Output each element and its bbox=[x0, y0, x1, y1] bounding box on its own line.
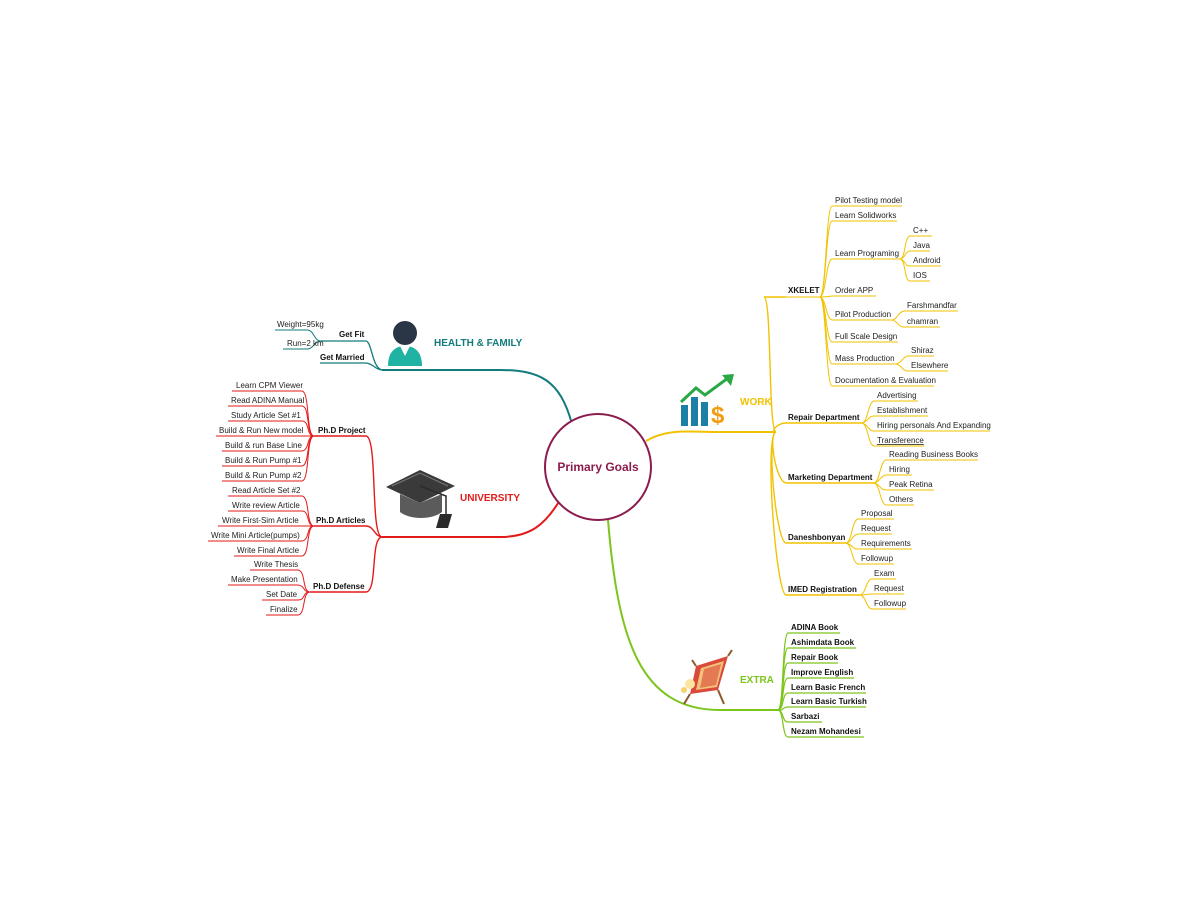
work-imed-lines bbox=[859, 578, 906, 610]
node-repair-department[interactable]: Repair Department bbox=[788, 413, 860, 422]
node-project-item[interactable]: Build & Run New model bbox=[219, 426, 304, 435]
university-project-lines bbox=[216, 390, 315, 482]
branch-extra bbox=[607, 519, 778, 711]
node-full-scale-design[interactable]: Full Scale Design bbox=[835, 332, 897, 341]
branch-work bbox=[645, 296, 874, 596]
university-articles-lines bbox=[208, 495, 315, 557]
node-pilot-item[interactable]: Farshmandfar bbox=[907, 301, 957, 310]
node-extra-item[interactable]: Repair Book bbox=[791, 653, 839, 662]
node-extra-item[interactable]: ADINA Book bbox=[791, 623, 839, 632]
node-daneshbonyan-item[interactable]: Proposal bbox=[861, 509, 893, 518]
branch-health bbox=[275, 329, 573, 425]
node-defense-item[interactable]: Set Date bbox=[266, 590, 298, 599]
node-daneshbonyan-item[interactable]: Requirements bbox=[861, 539, 911, 548]
node-pilot-production[interactable]: Pilot Production bbox=[835, 310, 891, 319]
node-marketing-item[interactable]: Hiring bbox=[889, 465, 910, 474]
node-mass-item[interactable]: Shiraz bbox=[911, 346, 934, 355]
node-phd-project[interactable]: Ph.D Project bbox=[318, 426, 366, 435]
node-extra-item[interactable]: Nezam Mohandesi bbox=[791, 727, 861, 736]
node-repair-item[interactable]: Advertising bbox=[877, 391, 917, 400]
node-get-fit[interactable]: Get Fit bbox=[339, 330, 365, 339]
node-imed-registration[interactable]: IMED Registration bbox=[788, 585, 857, 594]
node-defense-item[interactable]: Finalize bbox=[270, 605, 298, 614]
node-articles-item[interactable]: Read Article Set #2 bbox=[232, 486, 301, 495]
node-repair-item[interactable]: Establishment bbox=[877, 406, 928, 415]
node-mass-production[interactable]: Mass Production bbox=[835, 354, 895, 363]
node-prog-item[interactable]: Android bbox=[913, 256, 941, 265]
node-documentation[interactable]: Documentation & Evaluation bbox=[835, 376, 936, 385]
node-repair-item[interactable]: Hiring personals And Expanding bbox=[877, 421, 991, 430]
node-imed-item[interactable]: Exam bbox=[874, 569, 895, 578]
node-project-item[interactable]: Study Article Set #1 bbox=[231, 411, 301, 420]
node-project-item[interactable]: Build & Run Pump #2 bbox=[225, 471, 302, 480]
node-marketing-item[interactable]: Others bbox=[889, 495, 913, 504]
node-repair-item[interactable]: Transference bbox=[877, 436, 924, 445]
beach-chair-icon bbox=[681, 649, 733, 705]
center-label: Primary Goals bbox=[557, 460, 639, 474]
node-defense-item[interactable]: Make Presentation bbox=[231, 575, 298, 584]
node-daneshbonyan[interactable]: Daneshbonyan bbox=[788, 533, 845, 542]
node-prog-item[interactable]: Java bbox=[913, 241, 930, 250]
label-health-family[interactable]: HEALTH & FAMILY bbox=[434, 338, 523, 349]
node-prog-item[interactable]: C++ bbox=[913, 226, 928, 235]
node-project-item[interactable]: Build & run Base Line bbox=[225, 441, 302, 450]
node-learn-solidworks[interactable]: Learn Solidworks bbox=[835, 211, 896, 220]
label-extra[interactable]: EXTRA bbox=[740, 675, 774, 686]
node-extra-item[interactable]: Improve English bbox=[791, 668, 853, 677]
node-extra-item[interactable]: Learn Basic Turkish bbox=[791, 697, 867, 706]
node-project-item[interactable]: Read ADINA Manual bbox=[231, 396, 305, 405]
node-marketing-department[interactable]: Marketing Department bbox=[788, 473, 873, 482]
node-marketing-item[interactable]: Reading Business Books bbox=[889, 450, 978, 459]
label-university[interactable]: UNIVERSITY bbox=[460, 493, 520, 504]
work-daneshbonyan-lines bbox=[845, 518, 912, 565]
node-pilot-item[interactable]: chamran bbox=[907, 317, 938, 326]
node-phd-articles[interactable]: Ph.D Articles bbox=[316, 516, 366, 525]
node-extra-item[interactable]: Ashimdata Book bbox=[791, 638, 855, 647]
node-learn-programing[interactable]: Learn Programing bbox=[835, 249, 899, 258]
chart-dollar-icon: $ bbox=[679, 374, 734, 429]
node-weight[interactable]: Weight=95kg bbox=[277, 320, 324, 329]
node-articles-item[interactable]: Write First-Sim Article bbox=[222, 516, 299, 525]
node-imed-item[interactable]: Request bbox=[874, 584, 905, 593]
label-work[interactable]: WORK bbox=[740, 397, 772, 408]
node-xkelet[interactable]: XKELET bbox=[788, 286, 820, 295]
center-node[interactable]: Primary Goals bbox=[544, 413, 652, 521]
node-project-item[interactable]: Learn CPM Viewer bbox=[236, 381, 303, 390]
svg-text:$: $ bbox=[711, 402, 725, 429]
node-articles-item[interactable]: Write Mini Article(pumps) bbox=[211, 531, 300, 540]
node-imed-item[interactable]: Followup bbox=[874, 599, 907, 608]
node-marketing-item[interactable]: Peak Retina bbox=[889, 480, 933, 489]
work-marketing-lines bbox=[873, 459, 978, 506]
node-prog-item[interactable]: IOS bbox=[913, 271, 927, 280]
branch-university bbox=[310, 435, 561, 593]
graduation-cap-icon bbox=[386, 470, 455, 528]
extra-lines bbox=[777, 632, 866, 738]
node-daneshbonyan-item[interactable]: Followup bbox=[861, 554, 894, 563]
node-daneshbonyan-item[interactable]: Request bbox=[861, 524, 892, 533]
node-order-app[interactable]: Order APP bbox=[835, 286, 873, 295]
node-extra-item[interactable]: Sarbazi bbox=[791, 712, 819, 721]
university-defense-lines bbox=[228, 569, 311, 616]
node-articles-item[interactable]: Write Final Article bbox=[237, 546, 300, 555]
node-articles-item[interactable]: Write review Article bbox=[232, 501, 300, 510]
node-extra-item[interactable]: Learn Basic French bbox=[791, 683, 865, 692]
node-phd-defense[interactable]: Ph.D Defense bbox=[313, 582, 365, 591]
node-mass-item[interactable]: Elsewhere bbox=[911, 361, 949, 370]
work-xkelet-lines bbox=[786, 205, 958, 387]
node-defense-item[interactable]: Write Thesis bbox=[254, 560, 298, 569]
node-get-married[interactable]: Get Married bbox=[320, 353, 365, 362]
work-repair-lines bbox=[861, 400, 990, 447]
node-project-item[interactable]: Build & Run Pump #1 bbox=[225, 456, 302, 465]
person-icon bbox=[388, 321, 422, 366]
node-pilot-testing[interactable]: Pilot Testing model bbox=[835, 196, 902, 205]
node-run[interactable]: Run=2 km bbox=[287, 339, 324, 348]
